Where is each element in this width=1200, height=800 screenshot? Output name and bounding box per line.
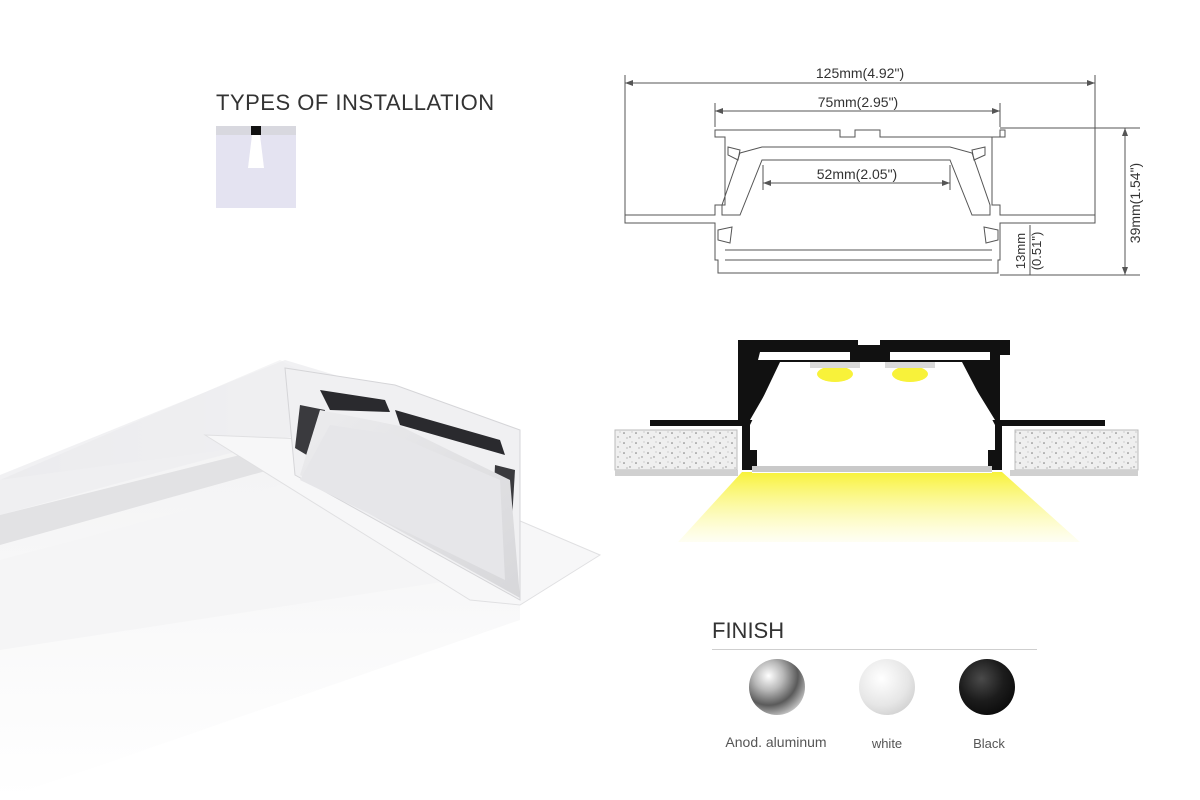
profile-product-image [0,360,602,800]
installation-diagram [614,340,1139,542]
finish-label-anodized: Anod. aluminum [725,734,827,750]
recessed-install-icon [216,126,296,208]
overall-width-label: 125mm(4.92") [816,65,904,81]
inner-width-label: 52mm(2.05") [817,166,897,182]
flange-width-label: 75mm(2.95") [818,94,898,110]
installation-title: TYPES OF INSTALLATION [216,90,495,115]
finish-label-white: white [871,736,903,751]
swatch-black [959,659,1015,715]
swatch-white [859,659,915,715]
cross-section-drawing: 125mm(4.92") 75mm(2.95") 52mm(2.05") 39m… [624,65,1143,276]
light-beam [678,472,1080,542]
finish-divider [712,649,1037,650]
height-label: 39mm(1.54") [1127,163,1143,243]
finish-title: FINISH [712,618,785,643]
swatch-anodized-aluminum [749,659,805,715]
lip-height-mm-label: 13mm [1013,233,1028,269]
lip-height-in-label: (0.51") [1029,232,1044,271]
finish-label-black: Black [973,736,1005,751]
